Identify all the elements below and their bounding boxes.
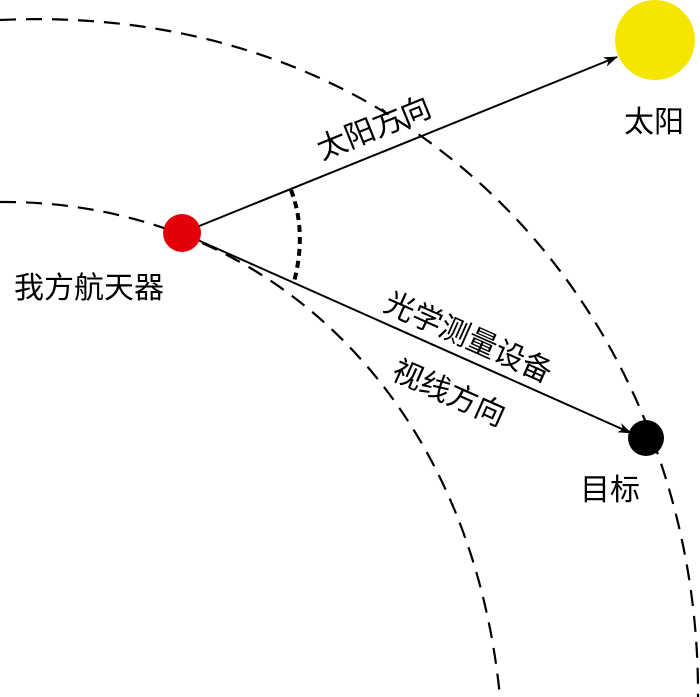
- spacecraft-label: 我方航天器: [14, 271, 164, 306]
- inner-orbit-arc: [0, 200, 502, 697]
- line-of-sight-arrow: [181, 232, 632, 434]
- sun-direction-arrow: [181, 56, 618, 234]
- target-label: 目标: [580, 473, 640, 508]
- sun-icon: [615, 0, 695, 80]
- target-icon: [628, 420, 664, 456]
- spacecraft-icon: [163, 214, 201, 252]
- sun-label: 太阳: [624, 105, 684, 140]
- angle-arc: [289, 189, 302, 283]
